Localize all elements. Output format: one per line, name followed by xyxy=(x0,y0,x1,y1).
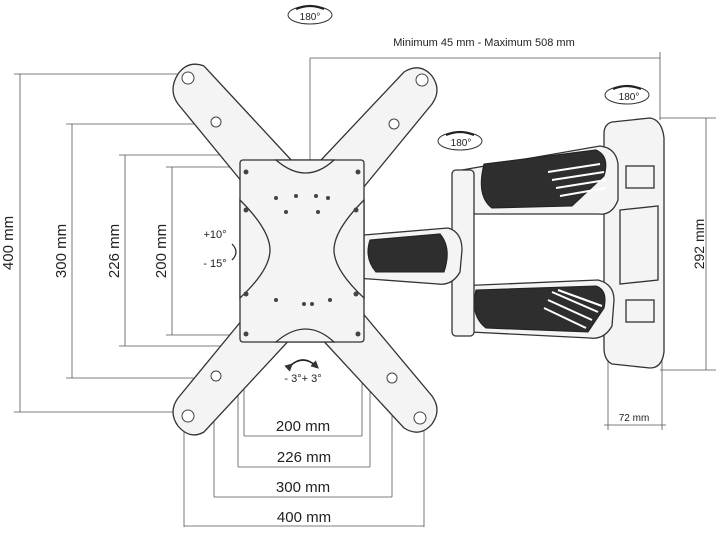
vertical-dimension-400: 400 mm xyxy=(0,73,190,413)
wall-plate xyxy=(603,117,665,369)
dim-label-200-vertical: 200 mm xyxy=(153,224,170,278)
vertical-dimension-226: 226 mm xyxy=(106,154,244,347)
rotate-arrow-icon xyxy=(295,4,325,11)
tilt-joint xyxy=(348,227,463,285)
wall-plate-width-dimension: 72 mm xyxy=(604,360,666,430)
vertical-dimension-200: 200 mm xyxy=(153,166,244,336)
dim-label-226-horizontal: 226 mm xyxy=(277,449,331,466)
upper-arm xyxy=(455,145,619,215)
rotate-arrow-icon xyxy=(612,84,642,91)
rotation-badge-top: 180° xyxy=(287,4,333,25)
dim-label-400-horizontal: 400 mm xyxy=(277,509,331,526)
tilt-down-label: - 15° xyxy=(203,258,226,270)
tilt-up-label: +10° xyxy=(203,229,226,241)
dim-label-300-horizontal: 300 mm xyxy=(276,479,330,496)
wall-distance-dimension: Minimum 45 mm - Maximum 508 mm xyxy=(309,37,661,185)
vesa-bracket xyxy=(172,63,438,436)
wall-plate-width-label: 72 mm xyxy=(619,413,650,424)
rotation-badge-arm: 180° xyxy=(437,130,483,151)
rotation-arm-label: 180° xyxy=(451,138,472,149)
dim-label-200-horizontal: 200 mm xyxy=(276,418,330,435)
rotation-top-label: 180° xyxy=(300,12,321,23)
wall-plate-height-label: 292 mm xyxy=(691,219,707,270)
rotate-arrow-icon xyxy=(445,130,475,137)
swivel-label: - 3°+ 3° xyxy=(284,373,321,385)
dim-label-226-vertical: 226 mm xyxy=(106,224,123,278)
dim-label-300-vertical: 300 mm xyxy=(53,224,70,278)
vertical-dimension-300: 300 mm xyxy=(53,123,216,379)
rotation-wall-label: 180° xyxy=(619,92,640,103)
tilt-annotation: +10° - 15° xyxy=(203,229,237,270)
swivel-annotation: - 3°+ 3° xyxy=(284,359,322,385)
swivel-arrow-icon xyxy=(284,359,319,372)
dim-label-400-vertical: 400 mm xyxy=(0,216,17,270)
wall-distance-label: Minimum 45 mm - Maximum 508 mm xyxy=(393,37,575,49)
lower-arm xyxy=(453,279,615,339)
rotation-badge-wall: 180° xyxy=(604,84,650,105)
horizontal-dimension-226: 226 mm xyxy=(237,338,371,468)
wall-plate-height-dimension: 292 mm xyxy=(660,117,716,371)
